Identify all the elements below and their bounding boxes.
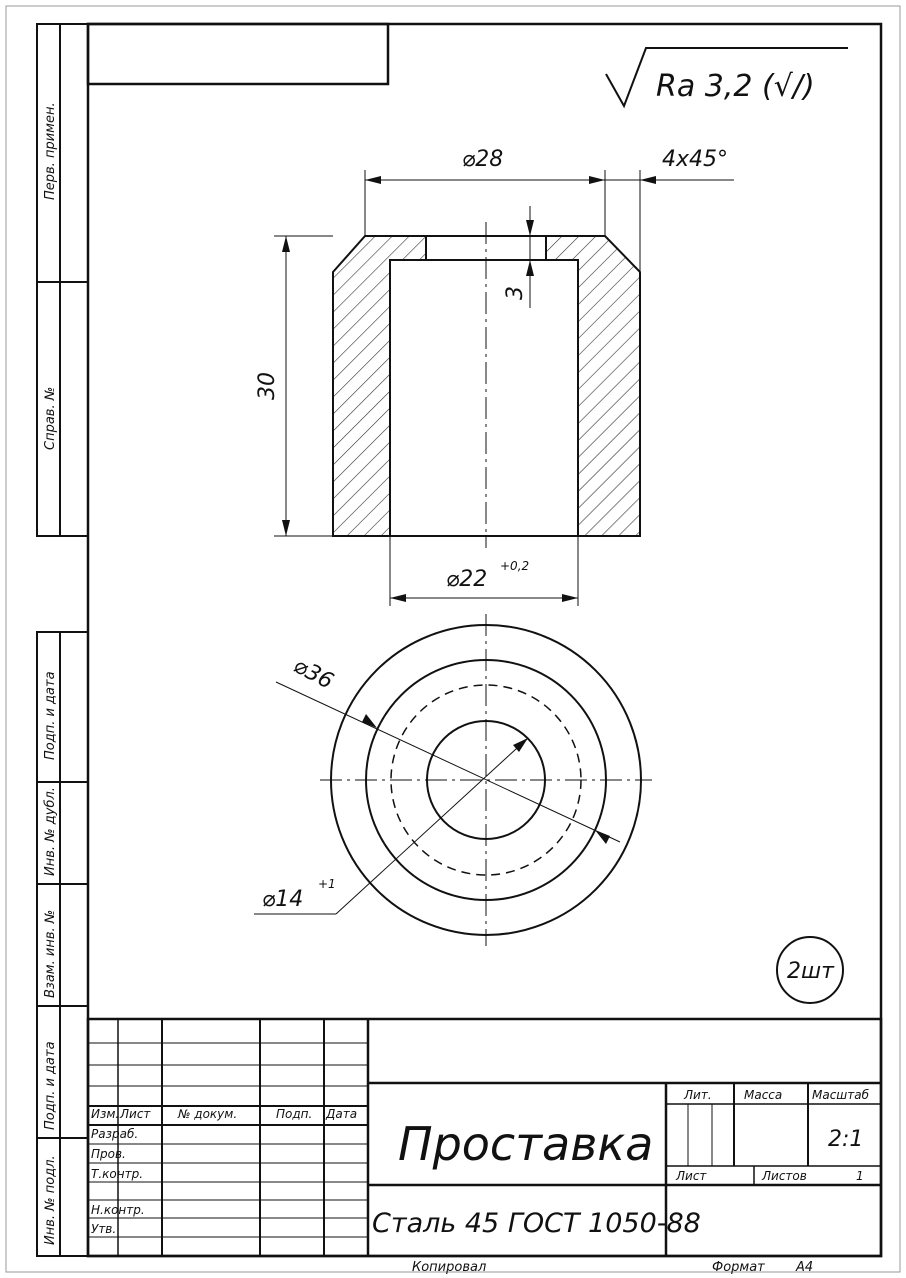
- top-left-box: [86, 22, 390, 86]
- roughness-label: Ra 3,2 (√/): [656, 69, 815, 104]
- sheets-label: Листов: [761, 1169, 807, 1183]
- side-label-sign-date-1: Подп. и дата: [43, 671, 58, 760]
- mass-label: Масса: [744, 1088, 782, 1102]
- header-doc-no: № докум.: [177, 1107, 237, 1121]
- sheets-value: 1: [856, 1169, 864, 1183]
- role-developer: Разраб.: [91, 1127, 138, 1141]
- role-approved: Утв.: [91, 1222, 116, 1236]
- header-sheet: Лист: [119, 1107, 151, 1121]
- title-block-text: Изм. Лист № докум. Подп. Дата Разраб. Пр…: [91, 1088, 870, 1239]
- role-tech-control: Т.контр.: [91, 1167, 143, 1181]
- dim-outer-width: ⌀28: [462, 147, 503, 172]
- scale-value: 2:1: [828, 1127, 863, 1152]
- sheet-label: Лист: [675, 1169, 707, 1183]
- dim-bore: ⌀22: [446, 567, 487, 592]
- quantity-label: 2шт: [787, 959, 835, 984]
- footer-copied: Копировал: [412, 1260, 486, 1275]
- drawing-frame: [86, 22, 883, 1258]
- dim-height: 30: [255, 372, 280, 400]
- material-spec: Сталь 45 ГОСТ 1050-88: [372, 1208, 701, 1239]
- roughness-mark: Ra 3,2 (√/): [605, 47, 848, 109]
- left-wall-hatch: [332, 235, 427, 537]
- side-label-sign-date-2: Подп. и дата: [43, 1041, 58, 1130]
- footer-format-value: А4: [795, 1260, 813, 1275]
- drawing-title: Проставка: [398, 1117, 653, 1171]
- left-stamp-strip: [36, 23, 89, 1257]
- side-label-orig-inv: Инв. № подл.: [43, 1155, 58, 1245]
- side-label-replace-inv: Взам. инв. №: [43, 910, 58, 998]
- side-label-first-use: Перв. примен.: [43, 102, 58, 200]
- lit-label: Лит.: [683, 1088, 712, 1102]
- right-wall-hatch: [545, 235, 641, 537]
- role-norm-control: Н.контр.: [91, 1203, 145, 1217]
- scale-label: Масштаб: [812, 1088, 870, 1102]
- quantity-bubble: 2шт: [776, 936, 844, 1004]
- header-date: Дата: [325, 1107, 357, 1121]
- title-block: [86, 1017, 883, 1258]
- dim-inner-dia: ⌀14: [262, 887, 303, 912]
- dim-chamfer: 4x45°: [662, 147, 728, 172]
- side-labels: Перв. примен. Справ. № Подп. и дата Инв.…: [43, 102, 58, 1245]
- dim-bore-tolerance: +0,2: [500, 559, 529, 573]
- dim-outer-dia-circle: ⌀36: [289, 653, 337, 694]
- header-sign: Подп.: [276, 1107, 312, 1121]
- bore-outline: [389, 259, 579, 537]
- plan-view: ⌀36 ⌀14 +1: [254, 614, 652, 946]
- section-view: ⌀28 4x45° 30 3 ⌀22 +0,2: [255, 147, 734, 606]
- side-label-reference: Справ. №: [43, 387, 58, 450]
- role-checker: Пров.: [91, 1147, 126, 1161]
- sheet-trim-border: [5, 5, 901, 1273]
- header-change: Изм.: [91, 1107, 119, 1121]
- dim-groove-depth: 3: [503, 286, 528, 300]
- dim-inner-tolerance: +1: [318, 877, 336, 891]
- side-label-dup-inv: Инв. № дубл.: [43, 787, 58, 876]
- footer-format-label: Формат: [712, 1260, 765, 1275]
